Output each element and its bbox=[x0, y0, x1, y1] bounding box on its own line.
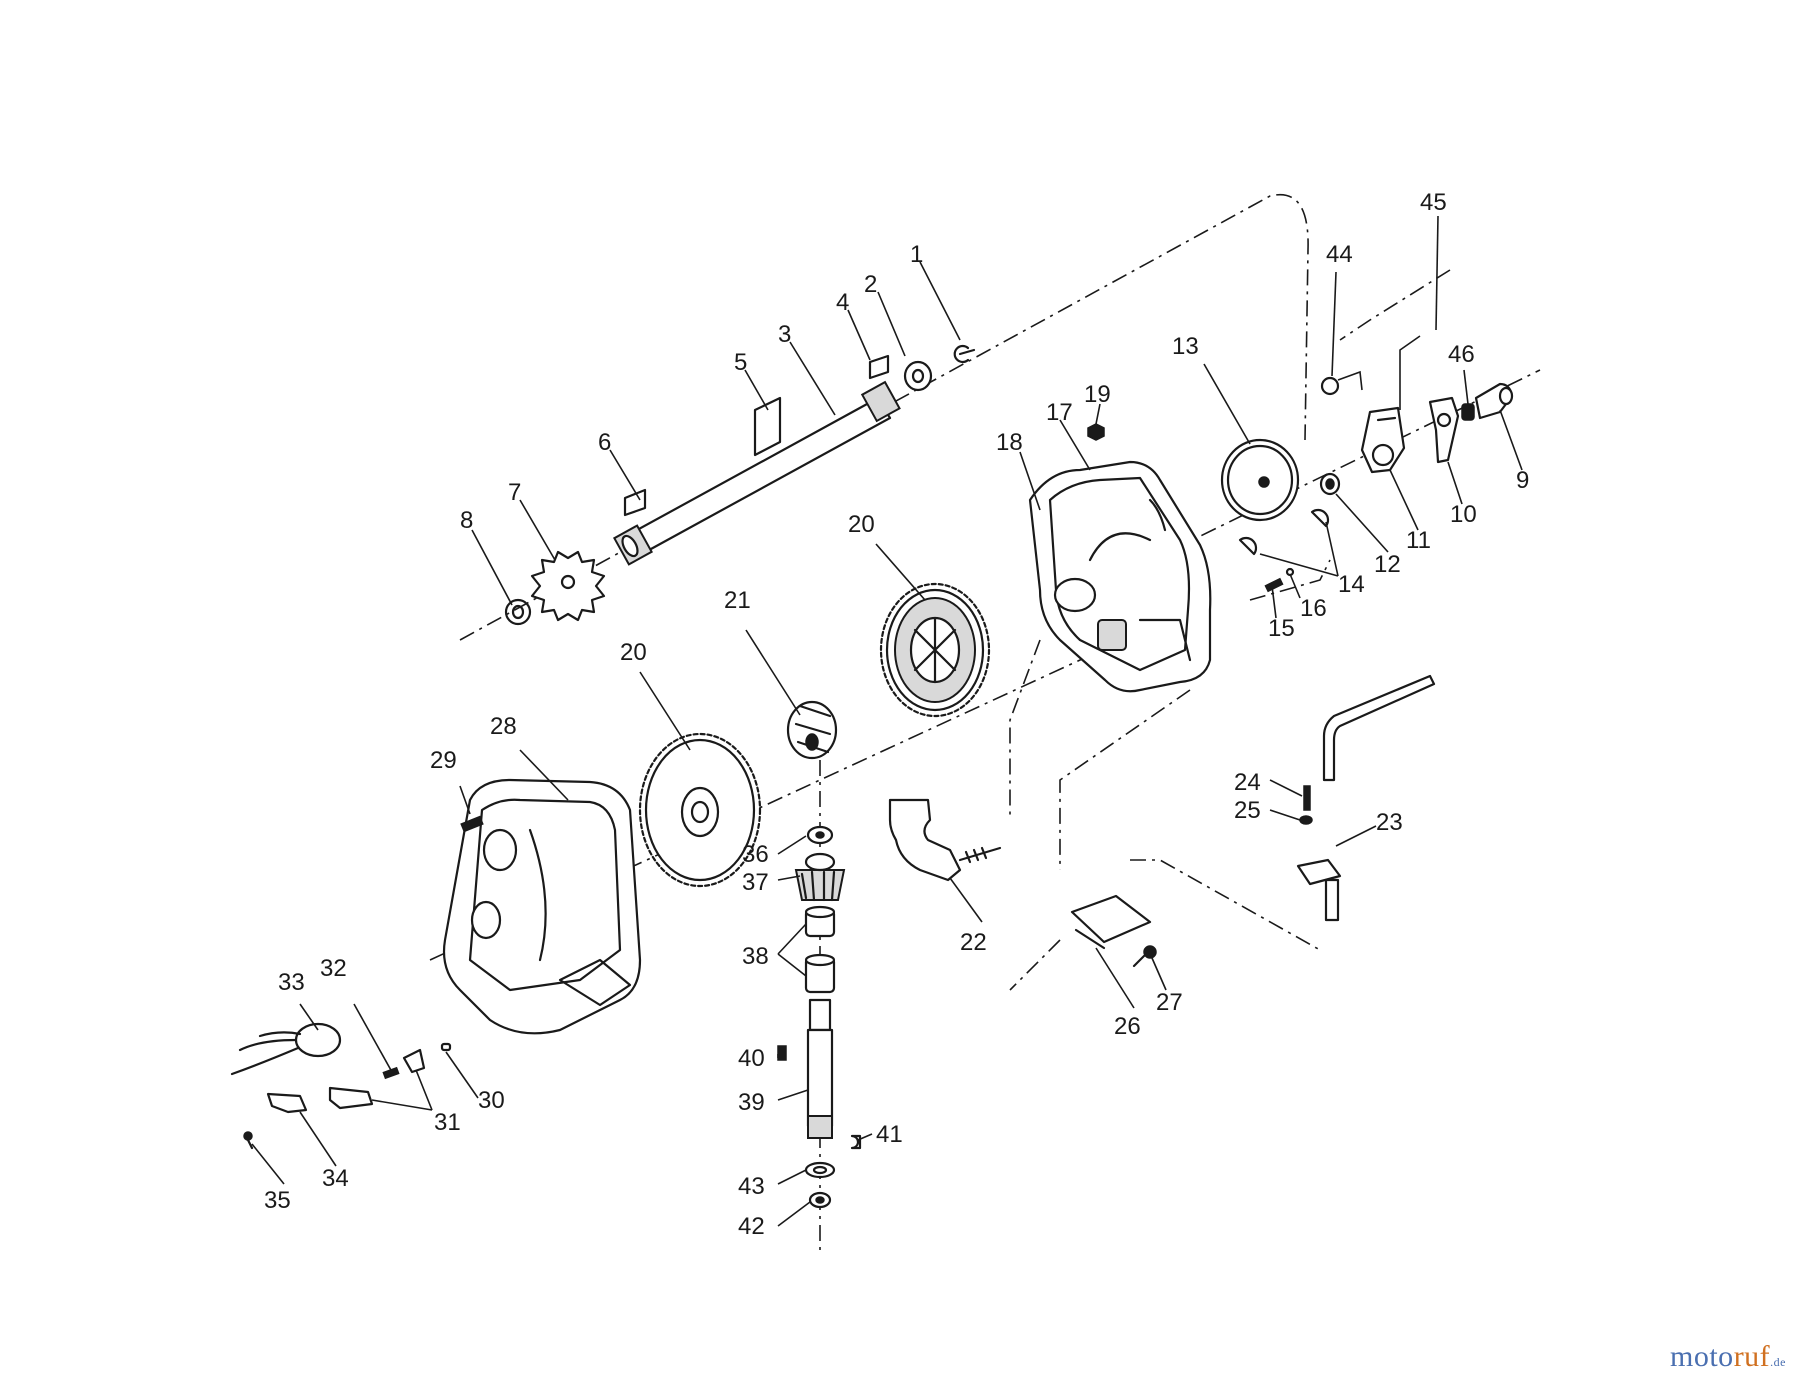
bearing-12 bbox=[1319, 472, 1341, 496]
bushing-38 bbox=[804, 905, 836, 994]
callout-20b: 20 bbox=[620, 639, 647, 666]
shaft-3 bbox=[612, 380, 901, 566]
callout-6: 6 bbox=[598, 429, 611, 456]
callout-19: 19 bbox=[1084, 381, 1111, 408]
callout-34: 34 bbox=[322, 1165, 349, 1192]
callout-12: 12 bbox=[1374, 551, 1401, 578]
callout-3: 3 bbox=[778, 321, 791, 348]
e-ring-1 bbox=[953, 344, 976, 364]
pin-15-16 bbox=[1264, 567, 1295, 593]
key-40 bbox=[777, 1045, 787, 1061]
watermark-part-1: moto bbox=[1670, 1340, 1734, 1373]
callout-37: 37 bbox=[742, 869, 769, 896]
callout-36: 36 bbox=[742, 841, 769, 868]
key-4 bbox=[868, 354, 890, 380]
callout-38: 38 bbox=[742, 943, 769, 970]
knob-9 bbox=[1474, 382, 1514, 420]
shift-lever-23 bbox=[1296, 674, 1436, 922]
callout-1: 1 bbox=[910, 241, 923, 268]
leader-lines bbox=[251, 215, 1523, 1227]
washer-42 bbox=[808, 1191, 832, 1209]
key-41 bbox=[850, 1134, 862, 1150]
callout-10: 10 bbox=[1450, 501, 1477, 528]
housing-18 bbox=[1028, 460, 1212, 693]
callout-45: 45 bbox=[1420, 189, 1447, 216]
callout-2: 2 bbox=[864, 271, 877, 298]
snap-ring-8 bbox=[504, 598, 532, 626]
key-6 bbox=[623, 488, 647, 517]
hub-21 bbox=[786, 700, 838, 760]
nut-19 bbox=[1087, 423, 1105, 441]
callout-32: 32 bbox=[320, 955, 347, 982]
callout-24: 24 bbox=[1234, 769, 1261, 796]
washer-43 bbox=[804, 1161, 836, 1179]
switch-33 bbox=[230, 1022, 342, 1076]
washer-25 bbox=[1299, 815, 1313, 825]
screw-29 bbox=[460, 815, 484, 833]
callout-5: 5 bbox=[734, 349, 747, 376]
callout-17: 17 bbox=[1046, 399, 1073, 426]
callout-18: 18 bbox=[996, 429, 1023, 456]
callout-14: 14 bbox=[1338, 571, 1365, 598]
callout-29: 29 bbox=[430, 747, 457, 774]
callout-39: 39 bbox=[738, 1089, 765, 1116]
watermark-part-3: .de bbox=[1770, 1355, 1786, 1369]
clip-34 bbox=[266, 1092, 308, 1114]
pulley-13 bbox=[1220, 438, 1300, 522]
watermark-part-2: ruf bbox=[1733, 1340, 1771, 1373]
callout-26: 26 bbox=[1114, 1013, 1141, 1040]
washer-36 bbox=[806, 825, 834, 845]
shift-fork-22 bbox=[888, 798, 1002, 882]
callout-7: 7 bbox=[508, 479, 521, 506]
callout-33: 33 bbox=[278, 969, 305, 996]
bracket-11 bbox=[1360, 406, 1406, 474]
callout-13: 13 bbox=[1172, 333, 1199, 360]
center-lines bbox=[429, 193, 1541, 1250]
lever-10 bbox=[1428, 396, 1460, 464]
gear-20-lower bbox=[638, 732, 762, 888]
callout-42: 42 bbox=[738, 1213, 765, 1240]
housing-28 bbox=[442, 778, 642, 1035]
callout-15: 15 bbox=[1268, 615, 1295, 642]
motoruf-watermark: motoruf.de bbox=[1670, 1340, 1786, 1374]
shaft-39 bbox=[806, 998, 834, 1139]
callout-35: 35 bbox=[264, 1187, 291, 1214]
callout-43: 43 bbox=[738, 1173, 765, 1200]
callout-9: 9 bbox=[1516, 467, 1529, 494]
pin-30 bbox=[440, 1042, 452, 1052]
callout-23: 23 bbox=[1376, 809, 1403, 836]
callout-30: 30 bbox=[478, 1087, 505, 1114]
callout-16: 16 bbox=[1300, 595, 1327, 622]
callout-11: 11 bbox=[1406, 527, 1431, 554]
callout-46: 46 bbox=[1448, 341, 1475, 368]
callout-22: 22 bbox=[960, 929, 987, 956]
callout-31: 31 bbox=[434, 1109, 461, 1136]
pin-45 bbox=[1399, 335, 1421, 410]
callout-labels: 1 2 3 4 5 6 7 8 9 10 11 12 13 14 15 16 1… bbox=[264, 189, 1529, 1240]
ball-44 bbox=[1320, 370, 1363, 396]
key-5 bbox=[753, 396, 782, 457]
spring-46 bbox=[1461, 403, 1475, 421]
cam-31 bbox=[328, 1048, 426, 1110]
callout-4: 4 bbox=[836, 289, 849, 316]
sprocket-7 bbox=[530, 550, 606, 622]
screw-27 bbox=[1132, 945, 1157, 968]
screw-35 bbox=[243, 1131, 254, 1150]
callout-28: 28 bbox=[490, 713, 517, 740]
callout-8: 8 bbox=[460, 507, 473, 534]
callout-40: 40 bbox=[738, 1045, 765, 1072]
spring-32 bbox=[382, 1066, 400, 1080]
callout-44: 44 bbox=[1326, 241, 1353, 268]
screw-24 bbox=[1303, 785, 1311, 811]
pinion-37 bbox=[794, 852, 846, 902]
callout-20: 20 bbox=[848, 511, 875, 538]
callout-27: 27 bbox=[1156, 989, 1183, 1016]
bevel-gear-20-upper bbox=[879, 582, 991, 718]
callout-21: 21 bbox=[724, 587, 751, 614]
bracket-26 bbox=[1070, 894, 1152, 950]
washer-2 bbox=[903, 360, 933, 392]
callout-41: 41 bbox=[876, 1121, 903, 1148]
callout-25: 25 bbox=[1234, 797, 1261, 824]
